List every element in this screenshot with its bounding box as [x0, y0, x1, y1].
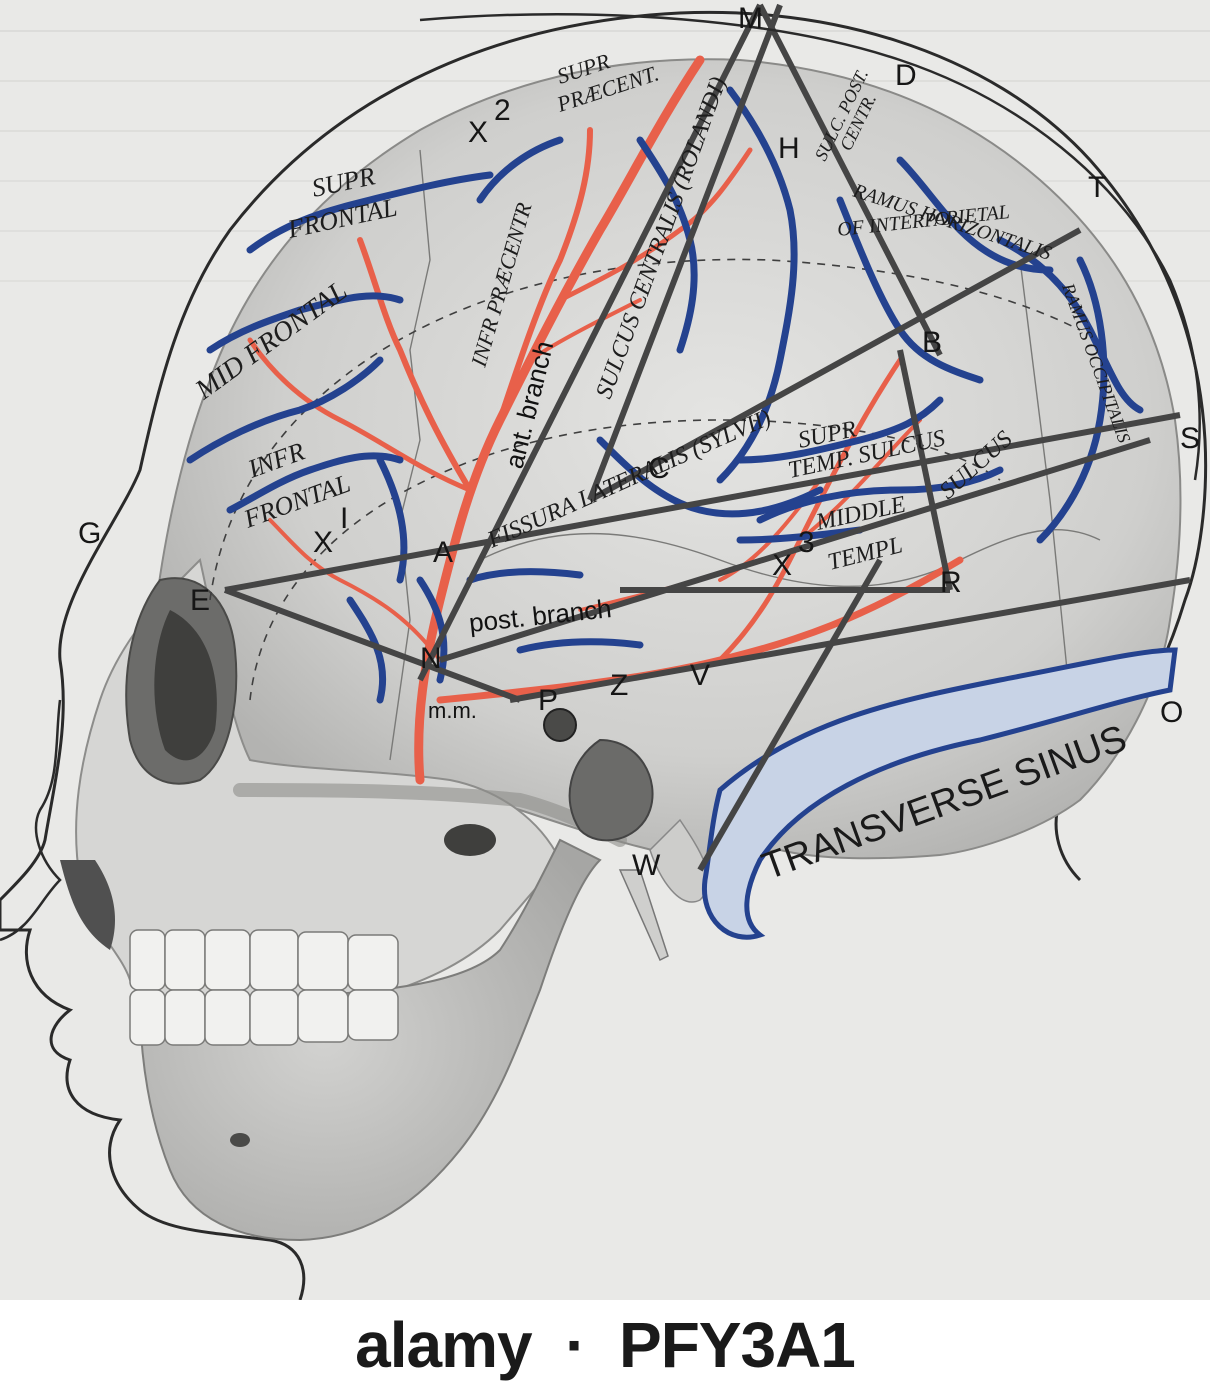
- watermark-image-id: PFY3A1: [619, 1309, 856, 1381]
- point-label-G: G: [78, 517, 101, 550]
- point-label-T: T: [1088, 171, 1106, 204]
- landmark-x3: X 3: [772, 526, 815, 582]
- mental-foramen: [230, 1133, 250, 1147]
- point-label-A: A: [433, 536, 453, 569]
- landmark-x2: X 2: [468, 94, 511, 149]
- label-mm: m.m.: [428, 698, 477, 723]
- watermark-separator-icon: ·: [548, 1309, 603, 1381]
- point-label-S: S: [1180, 422, 1200, 455]
- landmark-x1: X I: [313, 502, 348, 559]
- construction-lines: [223, 3, 1191, 872]
- point-label-E: E: [190, 584, 210, 617]
- point-label-V: V: [690, 659, 710, 692]
- point-label-C: C: [648, 452, 670, 485]
- point-label-B: B: [922, 326, 942, 359]
- point-label-H: H: [778, 132, 800, 165]
- face-outline-left: [0, 699, 62, 942]
- guide-curves: [419, 13, 1201, 481]
- nasal-cavity: [60, 860, 115, 950]
- svg-text:X: X: [772, 549, 792, 582]
- cranial-sutures: [389, 149, 1101, 761]
- cerebral-sulci: [186, 86, 1144, 704]
- mastoid-process: [649, 818, 709, 903]
- point-label-Z: Z: [610, 669, 628, 702]
- point-label-R: R: [940, 566, 962, 599]
- svg-text:2: 2: [494, 94, 511, 127]
- svg-text:X: X: [468, 116, 488, 149]
- reference-arcs: [209, 258, 1081, 701]
- orbit-depth: [154, 610, 217, 761]
- point-label-W: W: [632, 849, 661, 882]
- point-label-D: D: [895, 59, 917, 92]
- mastoid-target: [543, 708, 577, 742]
- transverse-sinus: [701, 647, 1178, 940]
- svg-text:3: 3: [798, 526, 815, 559]
- point-label-M: M: [738, 2, 763, 35]
- point-label-P: P: [538, 684, 558, 717]
- anatomical-plate: M D H T B S G E A C N V R P O W Z X I X …: [0, 0, 1210, 1300]
- watermark-brand: alamy: [355, 1309, 532, 1381]
- skull-diagram: M D H T B S G E A C N V R P O W Z X I X …: [0, 2, 1210, 1300]
- external-auditory-meatus: [568, 738, 654, 842]
- point-label-O: O: [1160, 696, 1183, 729]
- point-label-N: N: [420, 642, 442, 675]
- watermark-banner: alamy · PFY3A1: [0, 1300, 1210, 1390]
- sigmoid-notch: [444, 824, 496, 856]
- svg-text:X: X: [313, 526, 333, 559]
- teeth: [129, 929, 399, 1046]
- styloid-process: [618, 869, 669, 962]
- head-outline: [0, 10, 1208, 1300]
- svg-text:I: I: [340, 502, 348, 535]
